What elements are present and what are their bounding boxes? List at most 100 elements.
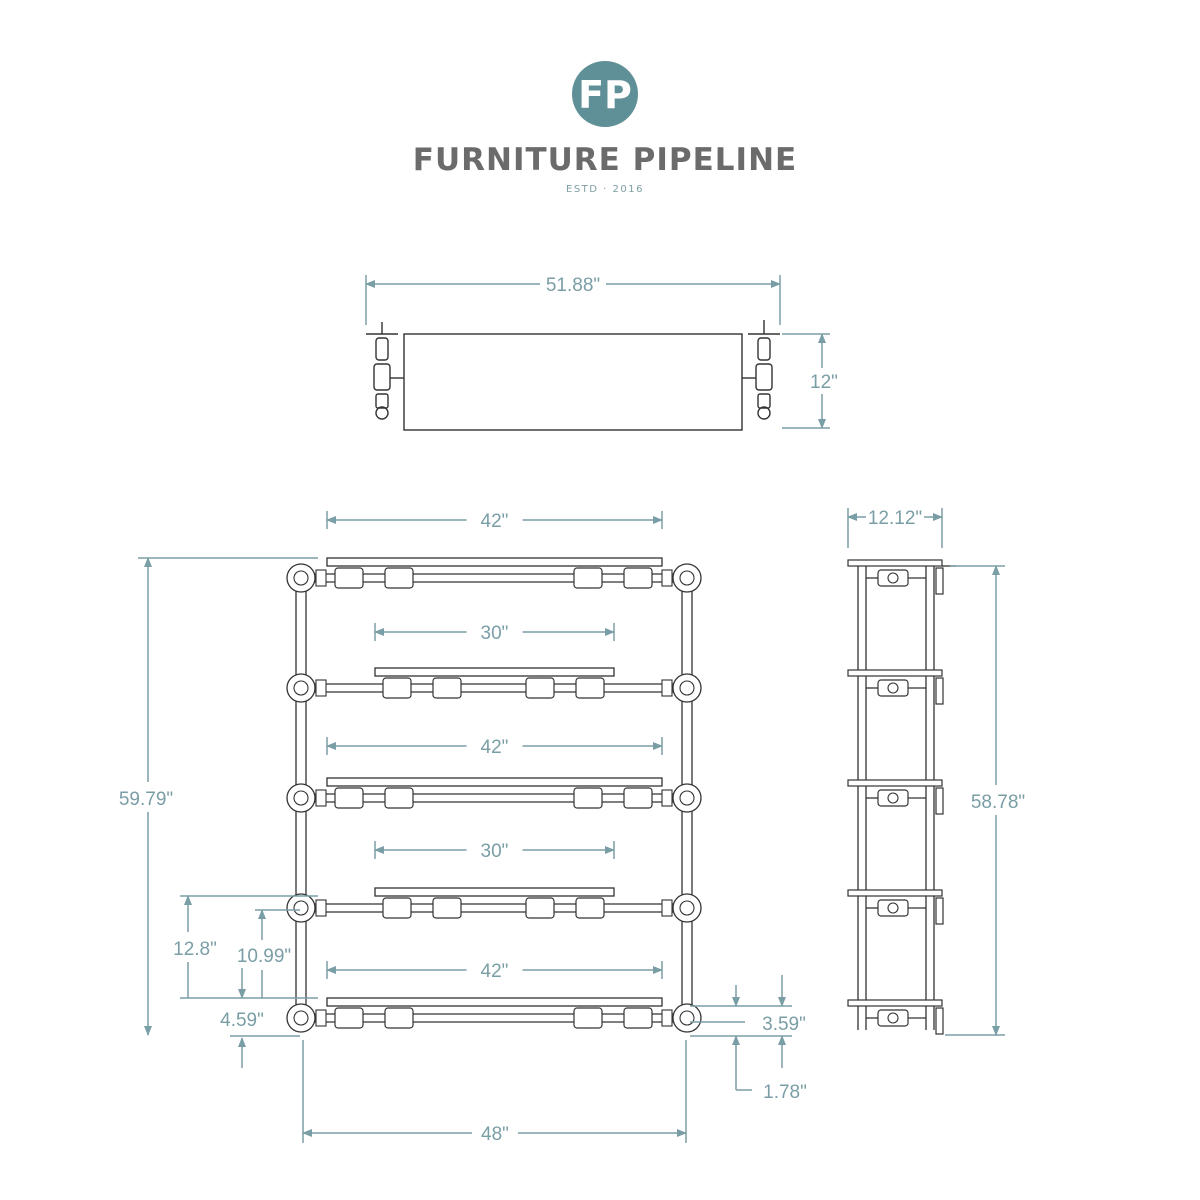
pipe-coupling-icon bbox=[661, 789, 673, 807]
brand-name: FURNITURE PIPELINE bbox=[413, 142, 797, 178]
side-height-label: 58.78" bbox=[971, 792, 1025, 813]
side-flange-icon bbox=[935, 897, 944, 925]
flange-bolt-icon bbox=[293, 790, 309, 806]
bottom-offset-label: 4.59" bbox=[220, 1010, 264, 1031]
spacing-label-b: 10.99" bbox=[237, 946, 291, 967]
side-fitting-bolt-icon bbox=[887, 1012, 899, 1024]
top-width-label: 51.88" bbox=[546, 275, 600, 296]
shelf-width-dimensions bbox=[326, 511, 663, 979]
shelf-board bbox=[374, 667, 615, 677]
side-flange-icon bbox=[935, 1007, 944, 1035]
shelf-width-label: 30" bbox=[481, 841, 509, 862]
pipe-fitting-icon bbox=[334, 787, 364, 809]
shelf-width-label: 30" bbox=[481, 623, 509, 644]
side-shelf-level bbox=[847, 559, 944, 595]
pipe-fitting-icon bbox=[384, 567, 414, 589]
side-view bbox=[847, 559, 956, 1035]
pipe-fitting-icon bbox=[623, 787, 653, 809]
side-fitting-bolt-icon bbox=[887, 572, 899, 584]
pipe-coupling-icon bbox=[315, 789, 327, 807]
side-shelf-level bbox=[847, 889, 944, 925]
top-right-bracket bbox=[742, 320, 780, 420]
side-shelf-board bbox=[847, 999, 943, 1007]
pipe-fitting-icon bbox=[573, 567, 603, 589]
brand-logo: FP FURNITURE PIPELINE ESTD · 2016 bbox=[413, 61, 797, 195]
pipe-fitting-icon bbox=[382, 677, 412, 699]
flange-bolt-icon bbox=[679, 790, 695, 806]
side-shelf-board bbox=[847, 779, 943, 787]
side-fitting-bolt-icon bbox=[887, 682, 899, 694]
pipe-coupling-icon bbox=[661, 899, 673, 917]
shelf-board bbox=[326, 557, 663, 567]
total-width-label: 48" bbox=[481, 1124, 509, 1145]
front-view: 42" 30" 42" 30" 42" bbox=[286, 511, 702, 1033]
shelf-level bbox=[286, 887, 702, 923]
pipe-fitting-icon bbox=[432, 897, 462, 919]
top-view bbox=[366, 320, 780, 431]
side-view-dimensions bbox=[847, 508, 1005, 1036]
side-flange-icon bbox=[935, 567, 944, 595]
side-flange-icon bbox=[935, 677, 944, 705]
shelf-level bbox=[286, 557, 702, 593]
side-shelf-level bbox=[847, 779, 944, 815]
top-view-dimensions bbox=[365, 275, 830, 429]
pipe-fitting-icon bbox=[623, 567, 653, 589]
flange-bolt-icon bbox=[679, 900, 695, 916]
total-height-label: 59.79" bbox=[119, 789, 173, 810]
side-shelf-board bbox=[847, 889, 943, 897]
pipe-fitting-icon bbox=[623, 1007, 653, 1029]
front-view-dimensions bbox=[138, 557, 792, 1143]
pipe-coupling-icon bbox=[661, 1009, 673, 1027]
flange-bolt-icon bbox=[293, 570, 309, 586]
shelf-board bbox=[326, 997, 663, 1007]
pipe-coupling-icon bbox=[315, 1009, 327, 1027]
side-flange-icon bbox=[935, 787, 944, 815]
logo-letters: FP bbox=[578, 73, 632, 117]
side-shelf-board bbox=[847, 669, 943, 677]
pipe-coupling-icon bbox=[315, 569, 327, 587]
flange-bolt-icon bbox=[679, 680, 695, 696]
top-depth-label: 12" bbox=[810, 372, 838, 393]
pipe-offset-label: 1.78" bbox=[763, 1082, 807, 1103]
flange-bolt-icon bbox=[293, 680, 309, 696]
pipe-fitting-icon bbox=[525, 677, 555, 699]
shelf-width-label: 42" bbox=[481, 737, 509, 758]
shelf-board bbox=[326, 777, 663, 787]
shelf-width-label: 42" bbox=[481, 961, 509, 982]
logo-badge-icon bbox=[572, 61, 638, 127]
flange-bolt-icon bbox=[679, 1010, 695, 1026]
pipe-fitting-icon bbox=[334, 567, 364, 589]
pipe-fitting-icon bbox=[573, 1007, 603, 1029]
side-shelf-level bbox=[847, 669, 944, 705]
pipe-fitting-icon bbox=[432, 677, 462, 699]
shelf-level bbox=[286, 667, 702, 703]
side-shelf-level bbox=[847, 999, 944, 1035]
pipe-fitting-icon bbox=[384, 1007, 414, 1029]
shelf-level bbox=[286, 777, 702, 813]
side-shelf-board bbox=[847, 559, 943, 567]
shelf-level bbox=[286, 997, 702, 1033]
pipe-coupling-icon bbox=[661, 569, 673, 587]
flange-bolt-icon bbox=[293, 1010, 309, 1026]
brand-established: ESTD · 2016 bbox=[566, 184, 644, 195]
flange-offset-label: 3.59" bbox=[762, 1014, 806, 1035]
pipe-fitting-icon bbox=[384, 787, 414, 809]
pipe-coupling-icon bbox=[315, 899, 327, 917]
pipe-fitting-icon bbox=[573, 787, 603, 809]
side-fitting-bolt-icon bbox=[887, 792, 899, 804]
pipe-coupling-icon bbox=[661, 679, 673, 697]
side-fitting-bolt-icon bbox=[887, 902, 899, 914]
pipe-fitting-icon bbox=[575, 897, 605, 919]
pipe-fitting-icon bbox=[382, 897, 412, 919]
top-left-bracket bbox=[366, 322, 404, 420]
top-view-shelf bbox=[403, 333, 743, 431]
flange-bolt-icon bbox=[293, 900, 309, 916]
shelf-board bbox=[374, 887, 615, 897]
spacing-label-a: 12.8" bbox=[173, 939, 217, 960]
pipe-fitting-icon bbox=[575, 677, 605, 699]
pipe-fitting-icon bbox=[334, 1007, 364, 1029]
pipe-coupling-icon bbox=[315, 679, 327, 697]
shelf-width-label: 42" bbox=[481, 511, 509, 532]
